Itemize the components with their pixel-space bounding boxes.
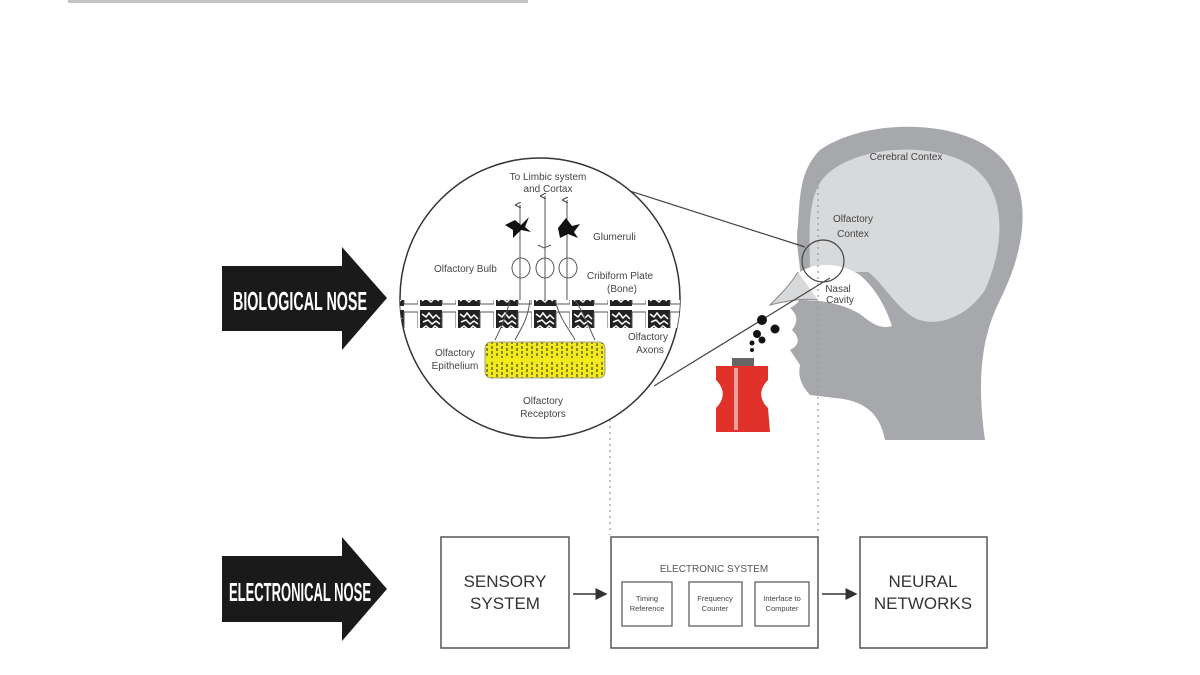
limbic-label-1: To Limbic system [510,172,587,183]
timing-reference-block: Timing Reference [621,581,673,627]
neural-networks-block: NEURAL NETWORKS [859,536,988,649]
axons-label-2: Axons [636,345,664,356]
perfume-bottle-icon [716,358,770,432]
olfactory-cortex-label-1: Olfactory [833,214,873,225]
electronic-system-block: ELECTRONIC SYSTEM Timing Reference Frequ… [610,536,819,649]
nasal-cavity-label-2: Cavity [826,295,854,306]
epithelium-label-2: Epithelium [432,361,479,372]
axons-label-1: Olfactory [628,332,668,343]
interface-label-1: Interface to [763,594,801,603]
olfactory-cortex-label-2: Contex [837,229,869,240]
frequency-counter-block: Frequency Counter [688,581,743,627]
projection-line-bottom [653,277,831,387]
sensory-system-block: SENSORY SYSTEM [440,536,570,649]
glomerulus-neuron-left [505,217,531,238]
olfactory-bulb-label: Olfactory Bulb [434,264,497,275]
receptors-label-2: Receptors [520,409,566,420]
odor-particles [749,315,780,352]
nasal-cavity-label-1: Nasal [825,284,851,295]
electronical-nose-arrow: ELECTRONICAL NOSE [222,537,387,641]
projection-line-top [607,183,806,248]
epithelium-label-1: Olfactory [435,348,475,359]
top-caption-fragment [68,0,528,3]
sensory-label-1: SENSORY [464,572,547,591]
receptors-label-1: Olfactory [523,396,563,407]
head-silhouette [768,126,1023,440]
interface-label-2: Computer [766,604,799,613]
frequency-label-2: Counter [702,604,729,613]
olfactory-inset: To Limbic system and Cortax Glumeruli Ol… [399,157,681,439]
glomerulus-neuron-right [558,218,580,238]
sensory-label-2: SYSTEM [470,594,540,613]
cerebral-cortex-label: Cerebral Contex [870,152,943,163]
interface-computer-block: Interface to Computer [754,581,810,627]
glumeruli-label: Glumeruli [593,232,636,243]
frequency-label-1: Frequency [697,594,733,603]
cribiform-plate [400,300,680,328]
timing-label-2: Reference [630,604,665,613]
cribiform-label-2: (Bone) [607,284,637,295]
timing-label-1: Timing [636,594,658,603]
neural-label-1: NEURAL [889,572,958,591]
biological-nose-label: BIOLOGICAL NOSE [233,286,367,316]
olfactory-receptors [484,341,606,379]
electronical-nose-label: ELECTRONICAL NOSE [229,577,371,607]
cribiform-label-1: Cribiform Plate [587,271,654,282]
neural-label-2: NETWORKS [874,594,972,613]
limbic-label-2: and Cortax [524,184,573,195]
electronic-system-title: ELECTRONIC SYSTEM [660,564,768,575]
biological-nose-arrow: BIOLOGICAL NOSE [222,247,387,350]
